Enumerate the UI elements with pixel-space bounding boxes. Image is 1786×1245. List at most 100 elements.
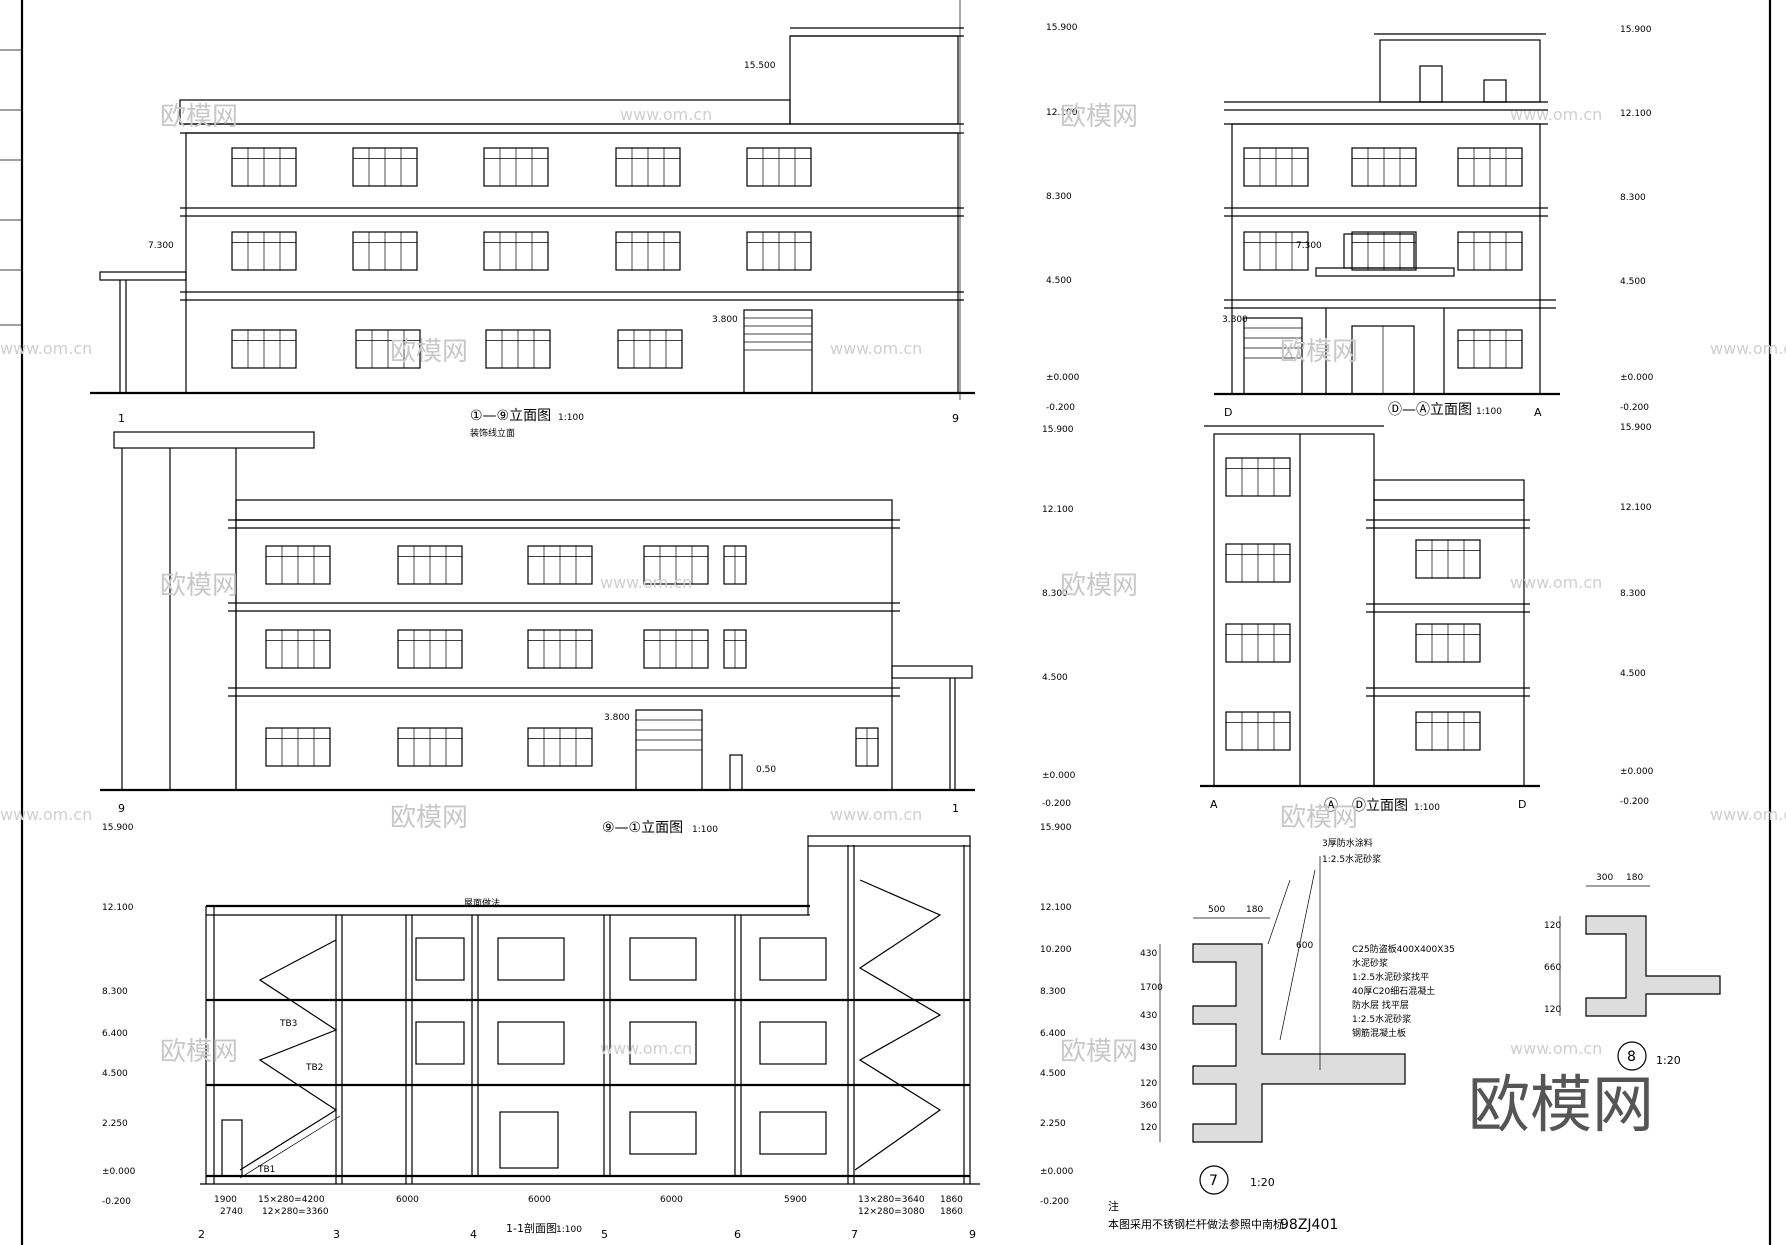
e3-title: Ⓓ—Ⓐ立面图	[1388, 402, 1472, 418]
d7-dim-5: 430	[1140, 1011, 1157, 1021]
watermark-url-3: www.om.cn	[0, 339, 92, 358]
sec-r-1: 12.100	[1040, 903, 1072, 913]
sec-axis-0: 2	[198, 1228, 205, 1241]
e1-lv-1: 12.100	[1046, 108, 1078, 118]
e4-lv-0: 15.900	[1620, 423, 1652, 433]
e3-lv-4: ±0.000	[1620, 373, 1654, 383]
stair-tag-1: TB1	[257, 1165, 275, 1175]
sec-dim2-2: 12×280=3080	[858, 1207, 925, 1217]
e2-lv-1: 12.100	[1042, 505, 1074, 515]
d7-dim-0: 500	[1208, 905, 1225, 915]
e1-title: ①—⑨立面图	[470, 408, 551, 424]
sec-l-7: -0.200	[102, 1197, 131, 1207]
sec-r-3: 8.300	[1040, 987, 1066, 997]
e1-level-7300: 7.300	[148, 241, 174, 251]
elevation-a-d	[1200, 425, 1540, 788]
e1-lv-3: 4.500	[1046, 276, 1072, 286]
watermark-url-2: www.om.cn	[1510, 105, 1602, 124]
watermark-url-5: www.om.cn	[1710, 339, 1786, 358]
watermark-cn-6: 欧模网	[1060, 571, 1138, 601]
e3-lv-1: 12.100	[1620, 109, 1652, 119]
d7-dim-8: 360	[1140, 1101, 1157, 1111]
e1-level-15500: 15.500	[744, 61, 776, 71]
e4-lv-3: 4.500	[1620, 669, 1646, 679]
e3-axis-right: A	[1534, 406, 1542, 419]
sec-dim-7: 1860	[940, 1195, 963, 1205]
e1-windows	[231, 147, 812, 369]
elevation-d-a	[1214, 33, 1560, 396]
d7-layer-0: C25防盗板400X400X35	[1352, 943, 1455, 955]
e3-lv-2: 8.300	[1620, 193, 1646, 203]
e1-lv-2: 8.300	[1046, 192, 1072, 202]
d7-dim-2: 600	[1296, 941, 1313, 951]
sec-dim-2: 6000	[396, 1195, 419, 1205]
elevation-1-9	[90, 0, 975, 400]
e2-lv-4: ±0.000	[1042, 771, 1076, 781]
sec-axis-5: 7	[851, 1228, 858, 1241]
sec-r-5: 4.500	[1040, 1069, 1066, 1079]
watermark-cn-2: 欧模网	[1060, 102, 1138, 132]
sec-r-7: ±0.000	[1040, 1167, 1074, 1177]
e3-windows	[1243, 147, 1523, 369]
d7-layer-3: 40厚C20细石混凝土	[1352, 985, 1435, 997]
e2-title: ⑨—①立面图	[602, 820, 683, 836]
watermark-url-10: www.om.cn	[1710, 805, 1786, 824]
watermark-url-8: www.om.cn	[0, 805, 92, 824]
watermark-url-7: www.om.cn	[1510, 573, 1602, 592]
sec-dim-4: 6000	[660, 1195, 683, 1205]
sec-r-0: 15.900	[1040, 823, 1072, 833]
e4-lv-5: -0.200	[1620, 797, 1649, 807]
e4-axis-right: D	[1518, 798, 1526, 811]
d7-layer-5: 1:2.5水泥砂浆	[1352, 1013, 1411, 1025]
sec-axis-1: 3	[333, 1228, 340, 1241]
e3-lv-3: 4.500	[1620, 277, 1646, 287]
d7-layer-4: 防水层 找平层	[1352, 999, 1409, 1011]
d7-dim-7: 120	[1140, 1079, 1157, 1089]
watermark-url-12: www.om.cn	[1510, 1039, 1602, 1058]
sec-r-8: -0.200	[1040, 1197, 1069, 1207]
d7-layer-6: 钢筋混凝土板	[1352, 1027, 1406, 1039]
note-code: 98ZJ401	[1280, 1217, 1338, 1233]
sec-dim2-3: 1860	[940, 1207, 963, 1217]
d8-label: 8	[1627, 1049, 1636, 1065]
watermark-cn-8: 欧模网	[1280, 803, 1358, 833]
e1-axis-left: 1	[118, 412, 125, 425]
e2-lv-2: 8.300	[1042, 589, 1068, 599]
d7-dim-3: 430	[1140, 949, 1157, 959]
stair-tag-3: TB3	[279, 1019, 297, 1029]
d7-top-1: 1:2.5水泥砂浆	[1322, 853, 1381, 865]
watermark-cn-10: 欧模网	[1060, 1037, 1138, 1067]
sec-l-2: 8.300	[102, 987, 128, 997]
e1-lv-5: -0.200	[1046, 403, 1075, 413]
note-text: 本图采用不锈钢栏杆做法参照中南标	[1108, 1217, 1284, 1231]
e1-subnote: 装饰线立面	[470, 427, 515, 439]
e3-lv-5: -0.200	[1620, 403, 1649, 413]
watermark-cn-9: 欧模网	[160, 1037, 238, 1067]
d8-dim-3: 660	[1544, 963, 1561, 973]
e2-level-050: 0.50	[756, 765, 776, 775]
note-heading: 注	[1108, 1199, 1119, 1213]
e1-lv-4: ±0.000	[1046, 373, 1080, 383]
watermark-url-6: www.om.cn	[600, 573, 692, 592]
sec-r-2: 10.200	[1040, 945, 1072, 955]
sec-l-1: 12.100	[102, 903, 134, 913]
detail-7	[1159, 856, 1406, 1195]
e2-axis-right: 1	[952, 802, 959, 815]
d7-dim-6: 430	[1140, 1043, 1157, 1053]
e2-lv-5: -0.200	[1042, 799, 1071, 809]
d8-scale: 1:20	[1656, 1054, 1681, 1067]
e2-lv-0: 15.900	[1042, 425, 1074, 435]
sec-l-4: 4.500	[102, 1069, 128, 1079]
e2-axis-left: 9	[118, 802, 125, 815]
sec-dim2-1: 12×280=3360	[262, 1207, 329, 1217]
watermark-cn-4: 欧模网	[1280, 337, 1358, 367]
sec-axis-4: 6	[734, 1228, 741, 1241]
e4-windows	[1225, 457, 1481, 751]
d7-top-0: 3厚防水涂料	[1322, 837, 1373, 849]
d8-dim-1: 180	[1626, 873, 1643, 883]
sec-axis-6: 9	[969, 1228, 976, 1241]
sec-dim2-0: 2740	[220, 1207, 243, 1217]
d8-dim-4: 120	[1544, 1005, 1561, 1015]
